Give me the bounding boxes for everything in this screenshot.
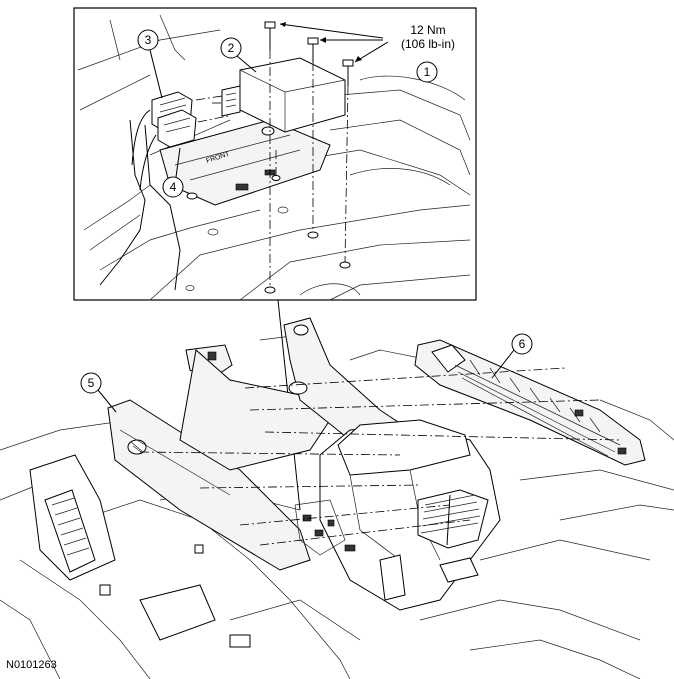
main-floor-view: 5 6 bbox=[0, 317, 674, 679]
callout-2-label: 2 bbox=[228, 41, 235, 55]
callout-4-label: 4 bbox=[170, 180, 177, 194]
console-side-panel-left bbox=[107, 399, 311, 571]
callout-3: 3 bbox=[137, 29, 163, 99]
torque-leaders bbox=[279, 22, 389, 63]
torque-spec-line1: 12 Nm bbox=[410, 23, 445, 37]
console-side-panel-right bbox=[414, 339, 646, 466]
wiring-connectors bbox=[131, 91, 229, 191]
restraints-control-module bbox=[212, 57, 346, 133]
bolt-3 bbox=[339, 59, 354, 269]
retaining-bolts bbox=[264, 21, 354, 294]
center-console bbox=[294, 419, 501, 611]
callout-5: 5 bbox=[80, 372, 117, 413]
callout-2: 2 bbox=[220, 37, 257, 73]
callout-6-label: 6 bbox=[519, 337, 526, 351]
figure-id: N0101263 bbox=[6, 659, 57, 671]
inset-floor-pan bbox=[77, 14, 471, 301]
callout-5-label: 5 bbox=[88, 376, 95, 390]
callout-6: 6 bbox=[491, 333, 533, 379]
callout-4: 4 bbox=[162, 147, 184, 198]
callout-1-label: 1 bbox=[424, 65, 431, 79]
assembly-lines bbox=[139, 367, 621, 546]
bolt-1 bbox=[264, 21, 276, 294]
callout-3-label: 3 bbox=[145, 33, 152, 47]
detail-inset: FRONT bbox=[73, 7, 477, 301]
bolt-2 bbox=[307, 37, 319, 239]
callout-1: 1 bbox=[416, 61, 438, 83]
torque-spec-line2: (106 lb-in) bbox=[401, 37, 455, 51]
